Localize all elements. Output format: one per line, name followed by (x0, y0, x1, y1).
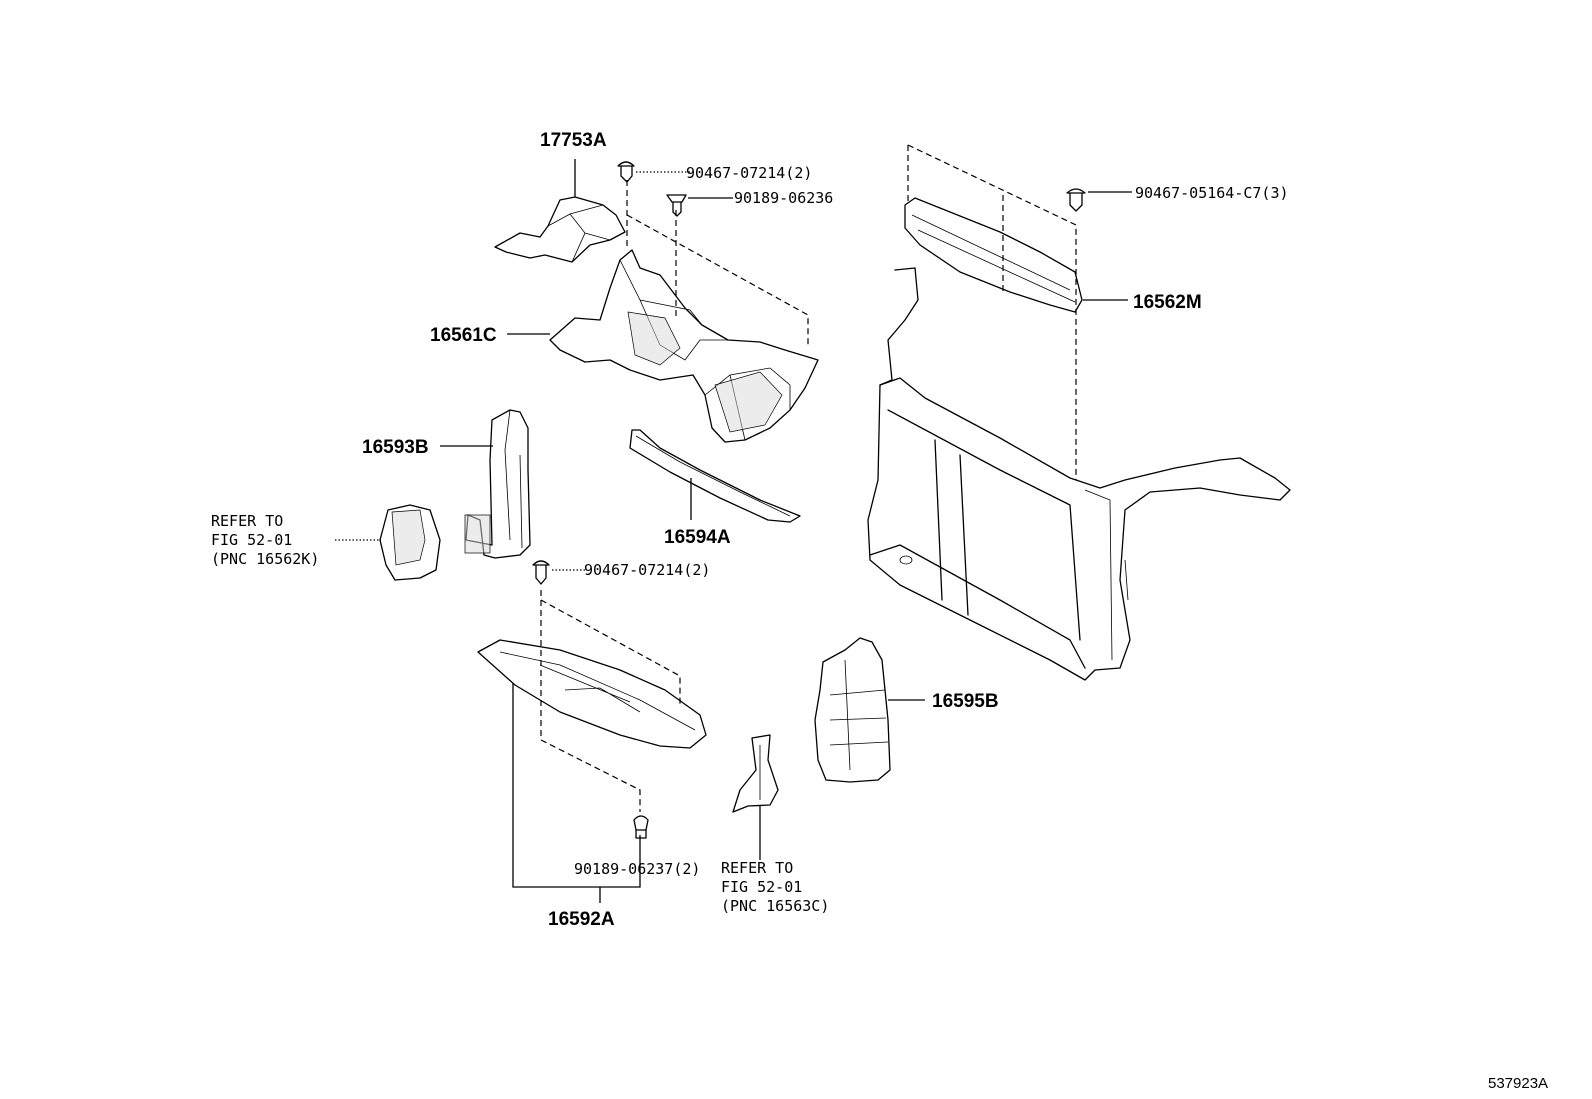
label-16562m: 16562M (1133, 292, 1202, 313)
bolt-icon-top (666, 194, 687, 217)
ref-bottom-line3: (PNC 16563C) (721, 897, 829, 915)
part-ref-16563c (732, 734, 779, 813)
label-16561c: 16561C (430, 325, 497, 346)
label-16595b: 16595B (932, 691, 999, 712)
ref-bottom-line1: REFER TO (721, 859, 793, 877)
ref-left-line2: FIG 52-01 (211, 531, 292, 549)
clip-icon-top (617, 161, 635, 183)
leader-16592a (512, 683, 641, 903)
label-clip-top: 90467-07214(2) (686, 164, 812, 182)
guide-lower-2 (540, 599, 681, 705)
label-16592a: 16592A (548, 909, 615, 930)
part-16593b-seal (464, 409, 531, 559)
label-clip-right: 90467-05164-C7(3) (1135, 184, 1289, 202)
guide-lower-1 (540, 590, 641, 812)
bolt-icon-bottom (633, 815, 649, 839)
ref-left-line3: (PNC 16562K) (211, 550, 319, 568)
label-bolt-top: 90189-06236 (734, 189, 833, 207)
diagram-id: 537923A (1488, 1075, 1548, 1092)
clip-icon-mid (532, 560, 550, 585)
guide-right-1 (907, 144, 1077, 480)
part-16562m-seal (904, 197, 1083, 313)
ref-bottom-line2: FIG 52-01 (721, 878, 802, 896)
radiator-support-frame (867, 267, 1291, 681)
label-clip-mid: 90467-07214(2) (584, 561, 710, 579)
ref-left-line1: REFER TO (211, 512, 283, 530)
part-ref-16562k (379, 504, 441, 581)
part-17753a-duct (494, 196, 626, 263)
part-16561c-duct (549, 249, 819, 443)
label-bolt-bottom: 90189-06237(2) (574, 860, 700, 878)
part-16592a-panel (477, 639, 707, 749)
part-16594a-seal (629, 429, 801, 523)
label-16593b: 16593B (362, 437, 429, 458)
label-17753a: 17753A (540, 130, 607, 151)
clip-icon-right (1066, 188, 1086, 212)
part-16595b-seal (814, 637, 891, 783)
label-16594a: 16594A (664, 527, 731, 548)
